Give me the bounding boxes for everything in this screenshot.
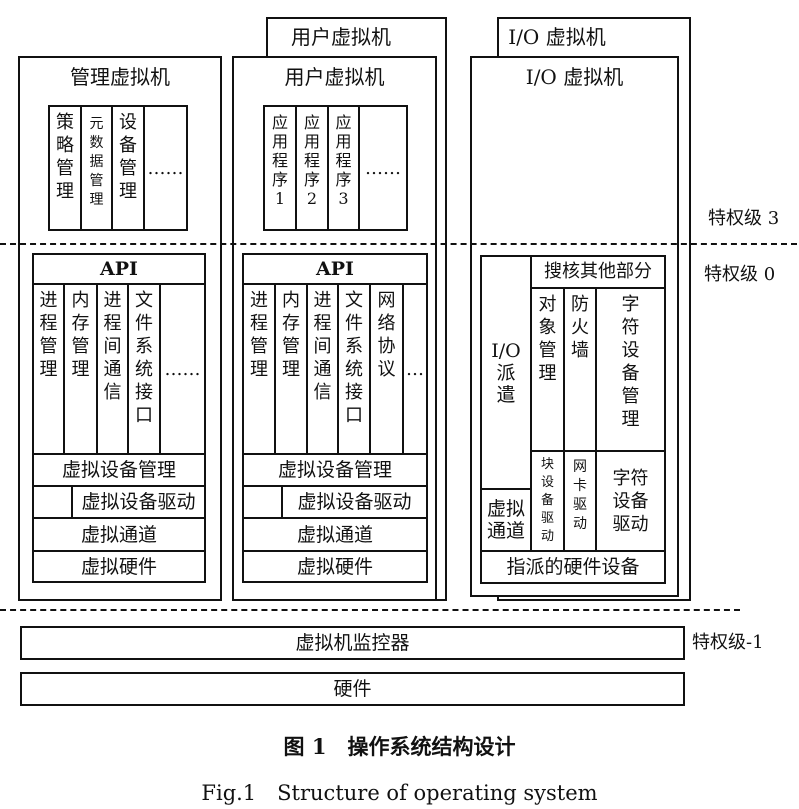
kernel-other: 搜核其他部分 xyxy=(530,255,666,289)
privilege-divider-lower xyxy=(0,609,740,611)
user-vm-back-title: 用户虚拟机 xyxy=(291,25,391,49)
user-vm-title: 用户虚拟机 xyxy=(284,65,385,89)
mgmt-module: 进程间通信 xyxy=(96,283,129,455)
mgmt-app: 设备管理 xyxy=(111,105,145,231)
mgmt-module-more: …… xyxy=(159,283,206,455)
user-module: 进程管理 xyxy=(242,283,276,455)
caption-cn: 图 1 操作系统结构设计 xyxy=(283,734,516,759)
char-dev-mgmt: 字符设备管理 xyxy=(595,287,666,452)
user-vhw: 虚拟硬件 xyxy=(242,550,428,583)
user-app: 应用程序3 xyxy=(327,105,360,231)
privilege-divider-upper xyxy=(0,243,797,245)
mgmt-vdev-mgmt: 虚拟设备管理 xyxy=(32,453,206,487)
io-vchannel: 虚拟通道 xyxy=(480,488,532,552)
hardware-box: 硬件 xyxy=(20,672,685,706)
nic-driver: 网卡驱动 xyxy=(563,450,597,552)
user-vdev-driver: 虚拟设备驱动 xyxy=(281,485,428,519)
user-module: 网络协议 xyxy=(369,283,404,455)
io-vm-back-title: I/O 虚拟机 xyxy=(508,25,606,49)
firewall: 防火墙 xyxy=(563,287,597,452)
user-app: 应用程序2 xyxy=(295,105,329,231)
object-mgmt: 对象管理 xyxy=(530,287,565,452)
caption-en: Fig.1 Structure of operating system xyxy=(201,781,598,805)
io-dispatch: I/O 派遣 xyxy=(480,255,532,490)
user-api: API xyxy=(242,253,428,285)
mgmt-module: 文件系统接口 xyxy=(127,283,161,455)
level-minus1-label: 特权级-1 xyxy=(692,632,764,653)
mgmt-app: 策略管理 xyxy=(48,105,82,231)
user-module: 内存管理 xyxy=(274,283,308,455)
mgmt-app-more: …… xyxy=(143,105,188,231)
mgmt-api: API xyxy=(32,253,206,285)
mgmt-vdev-driver: 虚拟设备驱动 xyxy=(71,485,206,519)
user-module: 文件系统接口 xyxy=(337,283,371,455)
mgmt-vm-title: 管理虚拟机 xyxy=(70,65,170,89)
mgmt-vchannel: 虚拟通道 xyxy=(32,517,206,552)
user-module-more: … xyxy=(402,283,428,455)
mgmt-module: 内存管理 xyxy=(63,283,98,455)
user-vchannel: 虚拟通道 xyxy=(242,517,428,552)
vmm-box: 虚拟机监控器 xyxy=(20,626,685,660)
level-0-label: 特权级 0 xyxy=(704,264,776,285)
io-vm-title: I/O 虚拟机 xyxy=(525,65,624,89)
user-module: 进程间通信 xyxy=(306,283,339,455)
mgmt-module: 进程管理 xyxy=(32,283,65,455)
user-vdev-mgmt: 虚拟设备管理 xyxy=(242,453,428,487)
user-app-more: …… xyxy=(358,105,408,231)
assigned-hw: 指派的硬件设备 xyxy=(480,550,666,584)
mgmt-app: 元数据管理 xyxy=(80,105,113,231)
user-app: 应用程序1 xyxy=(263,105,297,231)
level-3-label: 特权级 3 xyxy=(708,208,780,229)
char-driver: 字符设备驱动 xyxy=(595,450,666,552)
mgmt-vhw: 虚拟硬件 xyxy=(32,550,206,583)
block-driver: 块设备驱动 xyxy=(530,450,565,552)
